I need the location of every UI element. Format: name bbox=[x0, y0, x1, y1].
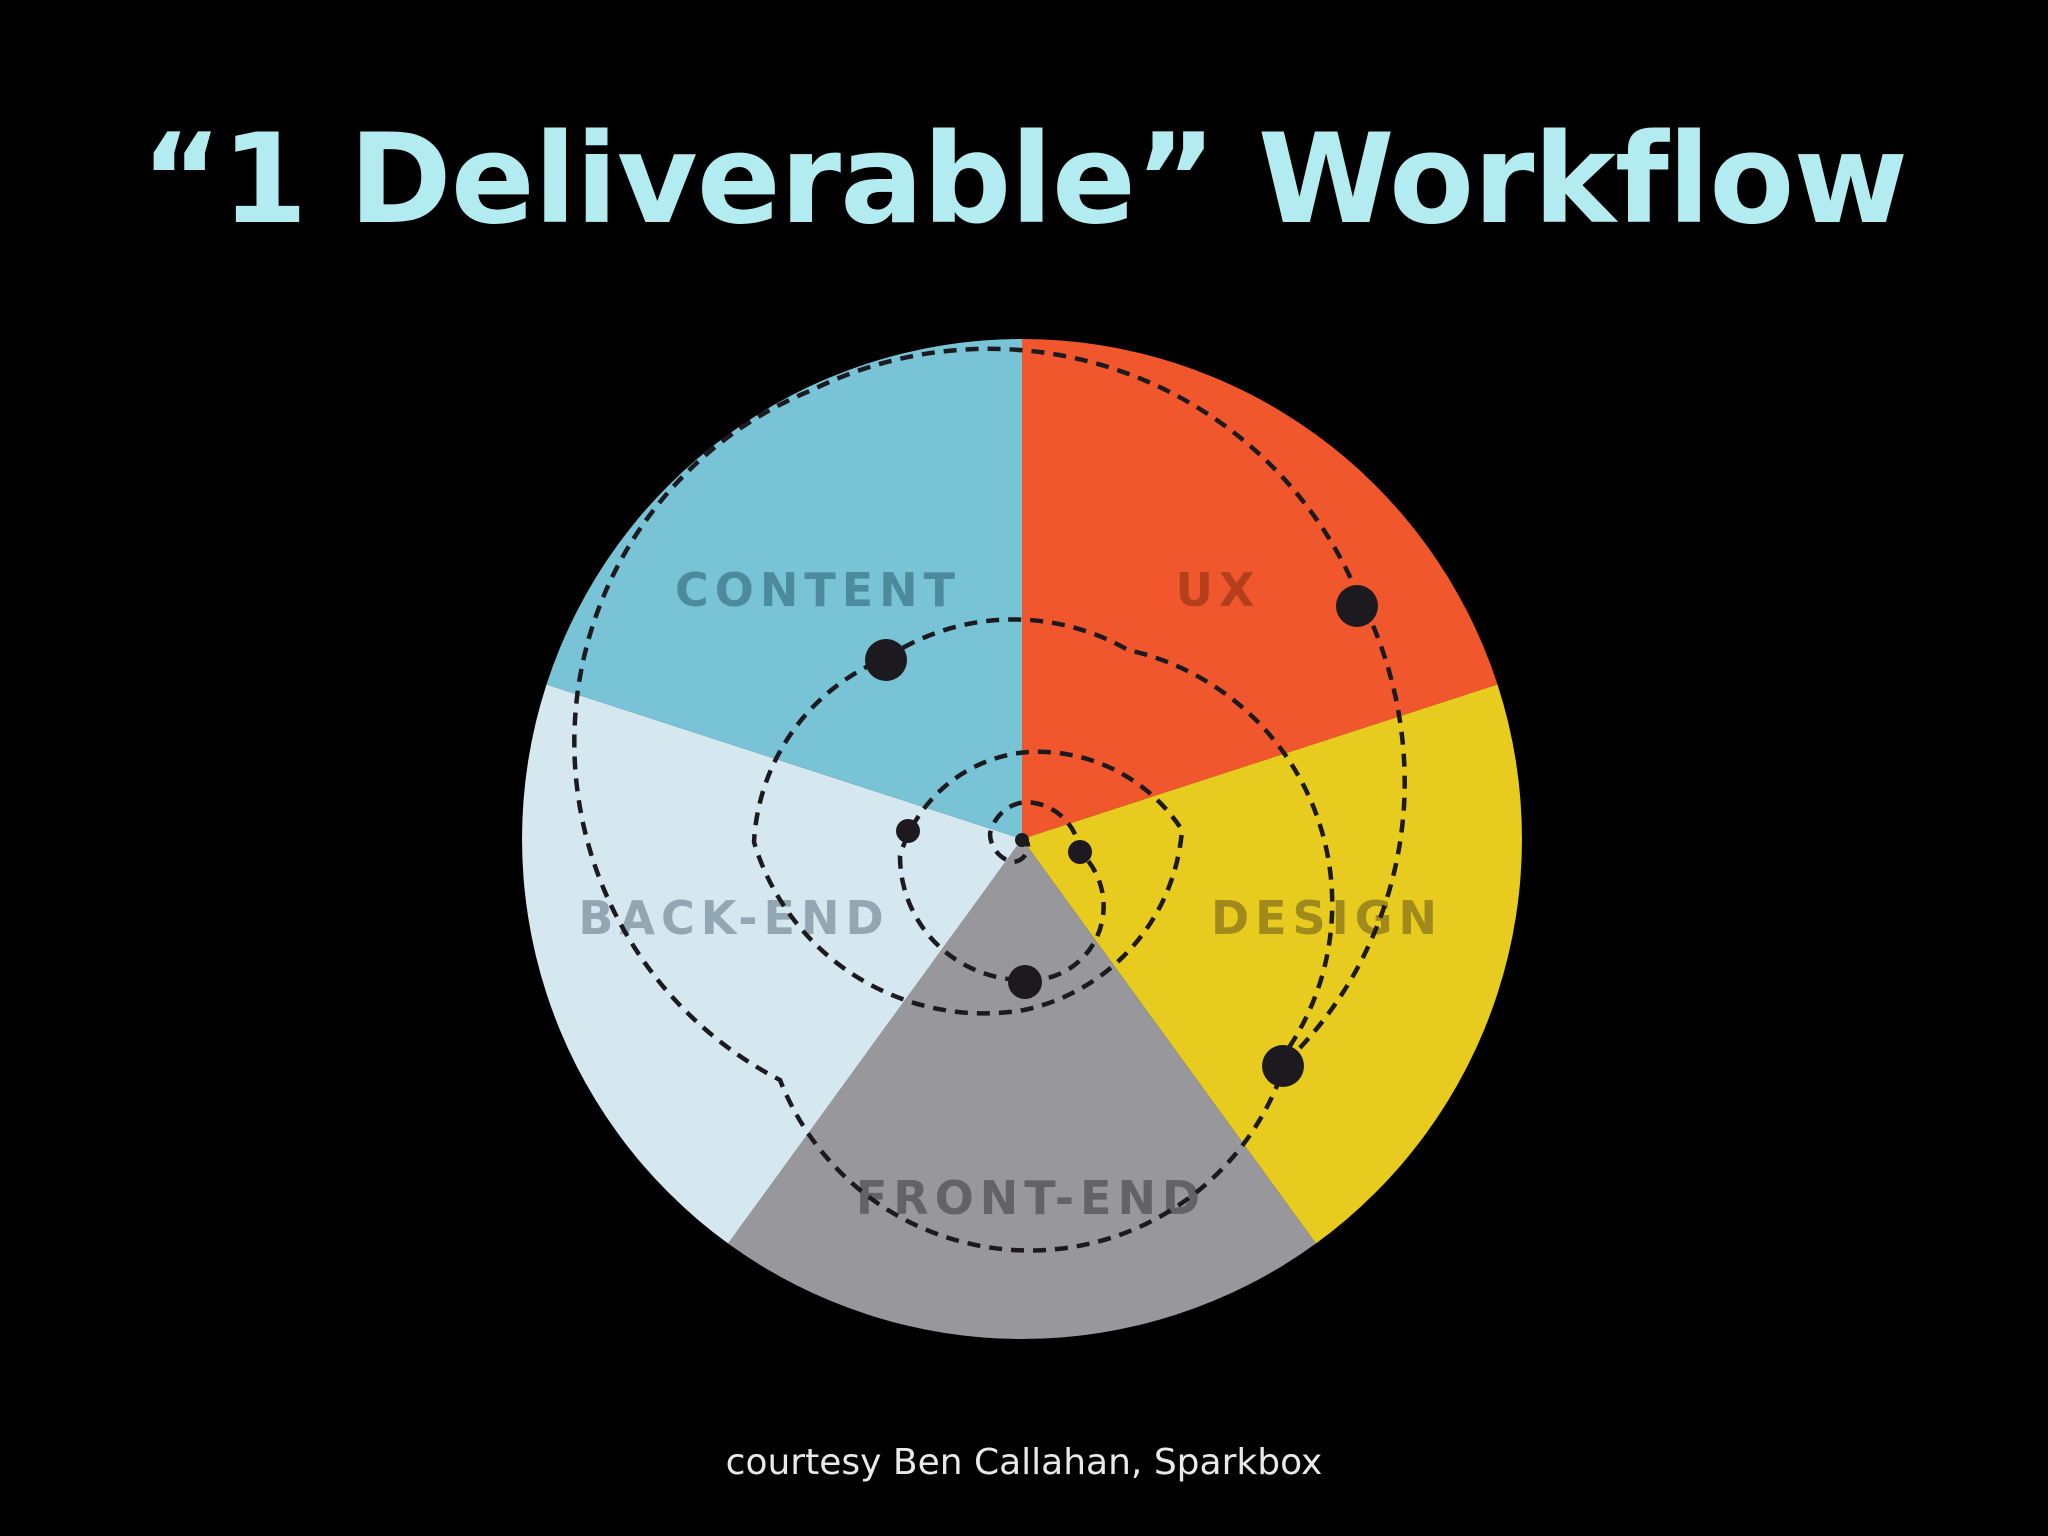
label-back-end: BACK-END bbox=[578, 891, 889, 945]
segment-ux bbox=[1022, 339, 1498, 839]
credit-line: courtesy Ben Callahan, Sparkbox bbox=[725, 1442, 1323, 1483]
milestone-dot-7 bbox=[1336, 585, 1378, 627]
segment-back-end bbox=[522, 684, 1022, 1244]
milestone-dots bbox=[865, 585, 1378, 1087]
slide-title: “1 Deliverable” Workflow bbox=[140, 108, 1908, 252]
milestone-dot-4 bbox=[1008, 965, 1042, 999]
label-front-end: FRONT-END bbox=[856, 1171, 1206, 1225]
label-content: CONTENT bbox=[675, 563, 961, 617]
milestone-dot-3 bbox=[896, 819, 920, 843]
milestone-dot-1 bbox=[1015, 833, 1029, 847]
spiral-path bbox=[572, 346, 1407, 1253]
milestone-dot-2 bbox=[1068, 840, 1092, 864]
segment-labels: CONTENT UX BACK-END DESIGN FRONT-END bbox=[578, 563, 1443, 1225]
label-design: DESIGN bbox=[1211, 891, 1443, 945]
segment-design bbox=[1022, 684, 1522, 1244]
segment-content bbox=[546, 339, 1022, 839]
milestone-dot-6 bbox=[1262, 1045, 1304, 1087]
milestone-dot-5 bbox=[865, 639, 907, 681]
label-ux: UX bbox=[1176, 563, 1261, 617]
